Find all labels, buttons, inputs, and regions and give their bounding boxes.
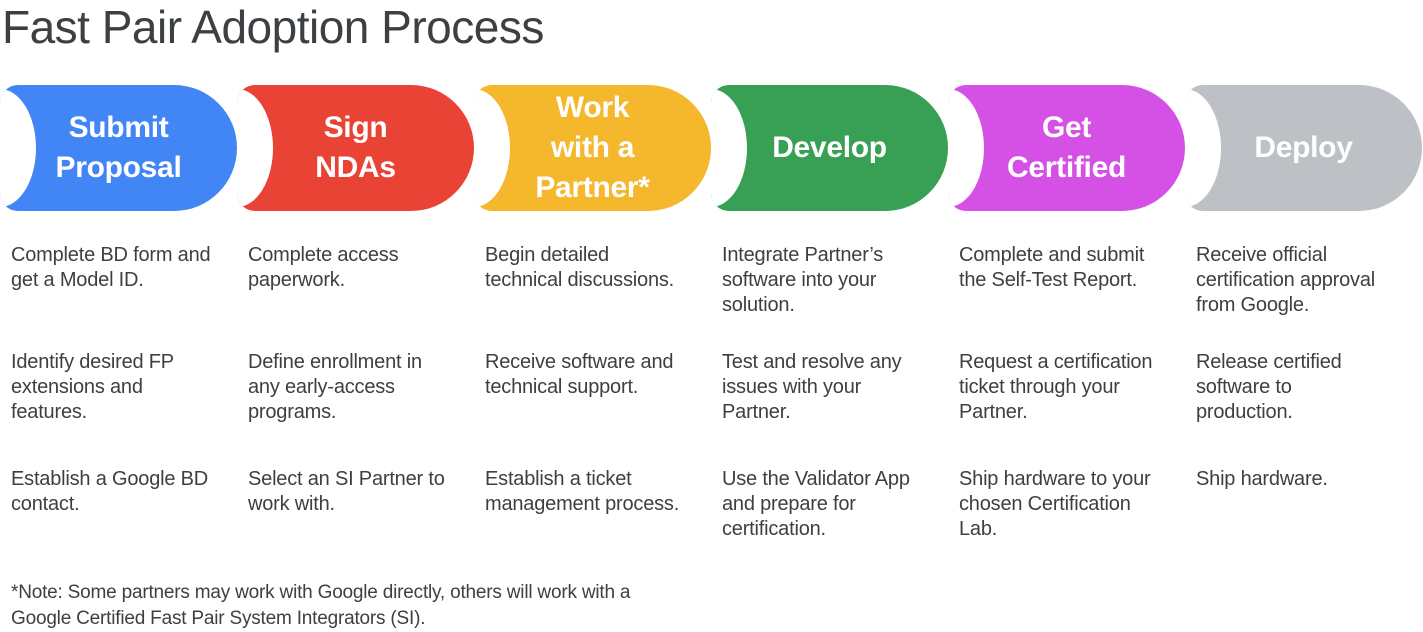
step-task: Receive official certification approval … bbox=[1196, 244, 1376, 316]
step-task: Select an SI Partner to work with. bbox=[248, 468, 445, 515]
step-task: Integrate Partner’s software into your s… bbox=[722, 244, 884, 316]
step-label-submit-proposal: Submit Proposal bbox=[55, 111, 182, 184]
step-task: Identify desired FP extensions and featu… bbox=[11, 351, 174, 423]
step-pill-sign-ndas: Sign NDAs bbox=[237, 85, 474, 211]
step-task: Use the Validator App and prepare for ce… bbox=[722, 468, 910, 540]
step-task: Receive software and technical support. bbox=[485, 351, 674, 398]
step-task: Test and resolve any issues with your Pa… bbox=[722, 351, 902, 423]
step-task: Establish a ticket management process. bbox=[485, 468, 680, 515]
step-task: Complete BD form and get a Model ID. bbox=[11, 244, 211, 291]
step-task: Complete and submit the Self-Test Report… bbox=[959, 244, 1145, 291]
step-task: Begin detailed technical discussions. bbox=[485, 244, 675, 291]
page-title: Fast Pair Adoption Process bbox=[2, 1, 544, 53]
step-label-work-with-partner: Work with a Partner* bbox=[535, 91, 650, 204]
step-task: Ship hardware to your chosen Certificati… bbox=[959, 468, 1151, 540]
step-task: Request a certification ticket through y… bbox=[959, 351, 1153, 423]
step-label-sign-ndas: Sign NDAs bbox=[315, 111, 396, 184]
step-pill-get-certified: Get Certified bbox=[948, 85, 1185, 211]
step-task: Ship hardware. bbox=[1196, 468, 1328, 490]
task-row-2: Identify desired FP extensions and featu… bbox=[0, 350, 1422, 425]
step-task: Complete access paperwork. bbox=[248, 244, 399, 291]
step-pill-submit-proposal: Submit Proposal bbox=[0, 85, 237, 211]
process-steps: Submit Proposal Sign NDAs Work with a Pa… bbox=[0, 85, 1422, 211]
step-pill-deploy: Deploy bbox=[1185, 85, 1422, 211]
step-task: Establish a Google BD contact. bbox=[11, 468, 209, 515]
step-pill-work-with-partner: Work with a Partner* bbox=[474, 85, 711, 211]
step-label-deploy: Deploy bbox=[1254, 131, 1353, 164]
step-label-get-certified: Get Certified bbox=[1007, 111, 1126, 184]
footnote: *Note: Some partners may work with Googl… bbox=[11, 582, 631, 629]
step-label-develop: Develop bbox=[772, 131, 887, 164]
step-task: Release certified software to production… bbox=[1196, 351, 1342, 423]
step-task: Define enrollment in any early-access pr… bbox=[248, 351, 422, 423]
task-row-3: Establish a Google BD contact. Select an… bbox=[0, 467, 1422, 542]
step-pill-develop: Develop bbox=[711, 85, 948, 211]
task-row-1: Complete BD form and get a Model ID. Com… bbox=[0, 243, 1422, 318]
